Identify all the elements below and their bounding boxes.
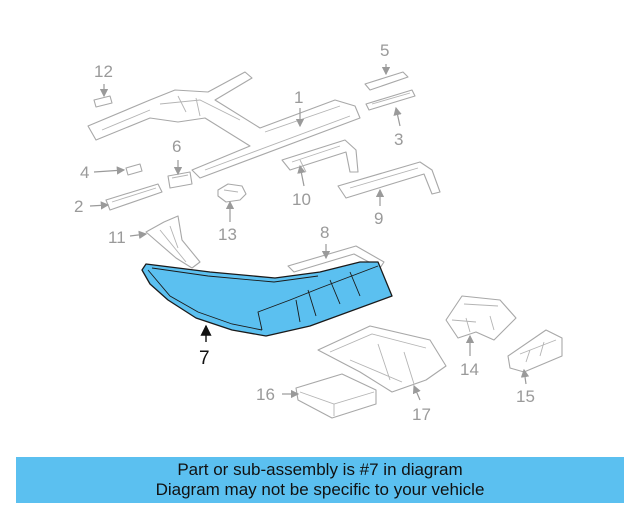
part-15-bracket[interactable] [507,329,563,373]
callout-6: 6 [172,137,181,156]
callout-4: 4 [80,163,89,182]
callout-14: 14 [460,360,479,379]
part-4-plate[interactable] [125,163,143,176]
callout-3: 3 [394,130,403,149]
part-5-bracket[interactable] [364,71,409,91]
leader-lines [89,64,530,401]
callout-16: 16 [256,385,275,404]
part-11-bracket[interactable] [145,215,201,269]
callout-10: 10 [292,190,311,209]
callout-5: 5 [380,41,389,60]
part-14-bracket-assembly[interactable] [445,295,517,341]
callout-8: 8 [320,223,329,242]
part-12-clip[interactable] [93,95,113,108]
part-6-block[interactable] [167,171,193,189]
callout-9: 9 [374,209,383,228]
callout-2: 2 [74,197,83,216]
callout-11: 11 [108,228,126,247]
info-banner: Part or sub-assembly is #7 in diagram Di… [16,457,624,503]
part-1-crossmember[interactable] [87,71,361,179]
callout-17: 17 [412,405,431,424]
part-10-channel[interactable] [281,139,359,173]
callout-15: 15 [516,387,535,406]
part-17-tray[interactable] [317,325,447,393]
part-3-rail[interactable] [365,89,416,111]
part-7-console-panel-highlighted[interactable] [141,261,393,337]
callout-7: 7 [199,348,210,369]
part-16-module[interactable] [295,373,377,419]
banner-line-1: Part or sub-assembly is #7 in diagram [177,460,463,479]
callout-12: 12 [94,62,113,81]
part-13-bracket[interactable] [217,183,247,203]
callout-1: 1 [294,88,303,107]
callout-labels: 12 1 5 3 4 6 2 10 9 11 13 8 7 14 15 16 1… [74,41,535,424]
part-9-rail[interactable] [337,161,441,199]
part-2-bar[interactable] [105,183,163,211]
banner-line-2: Diagram may not be specific to your vehi… [155,480,485,499]
callout-13: 13 [218,225,237,244]
